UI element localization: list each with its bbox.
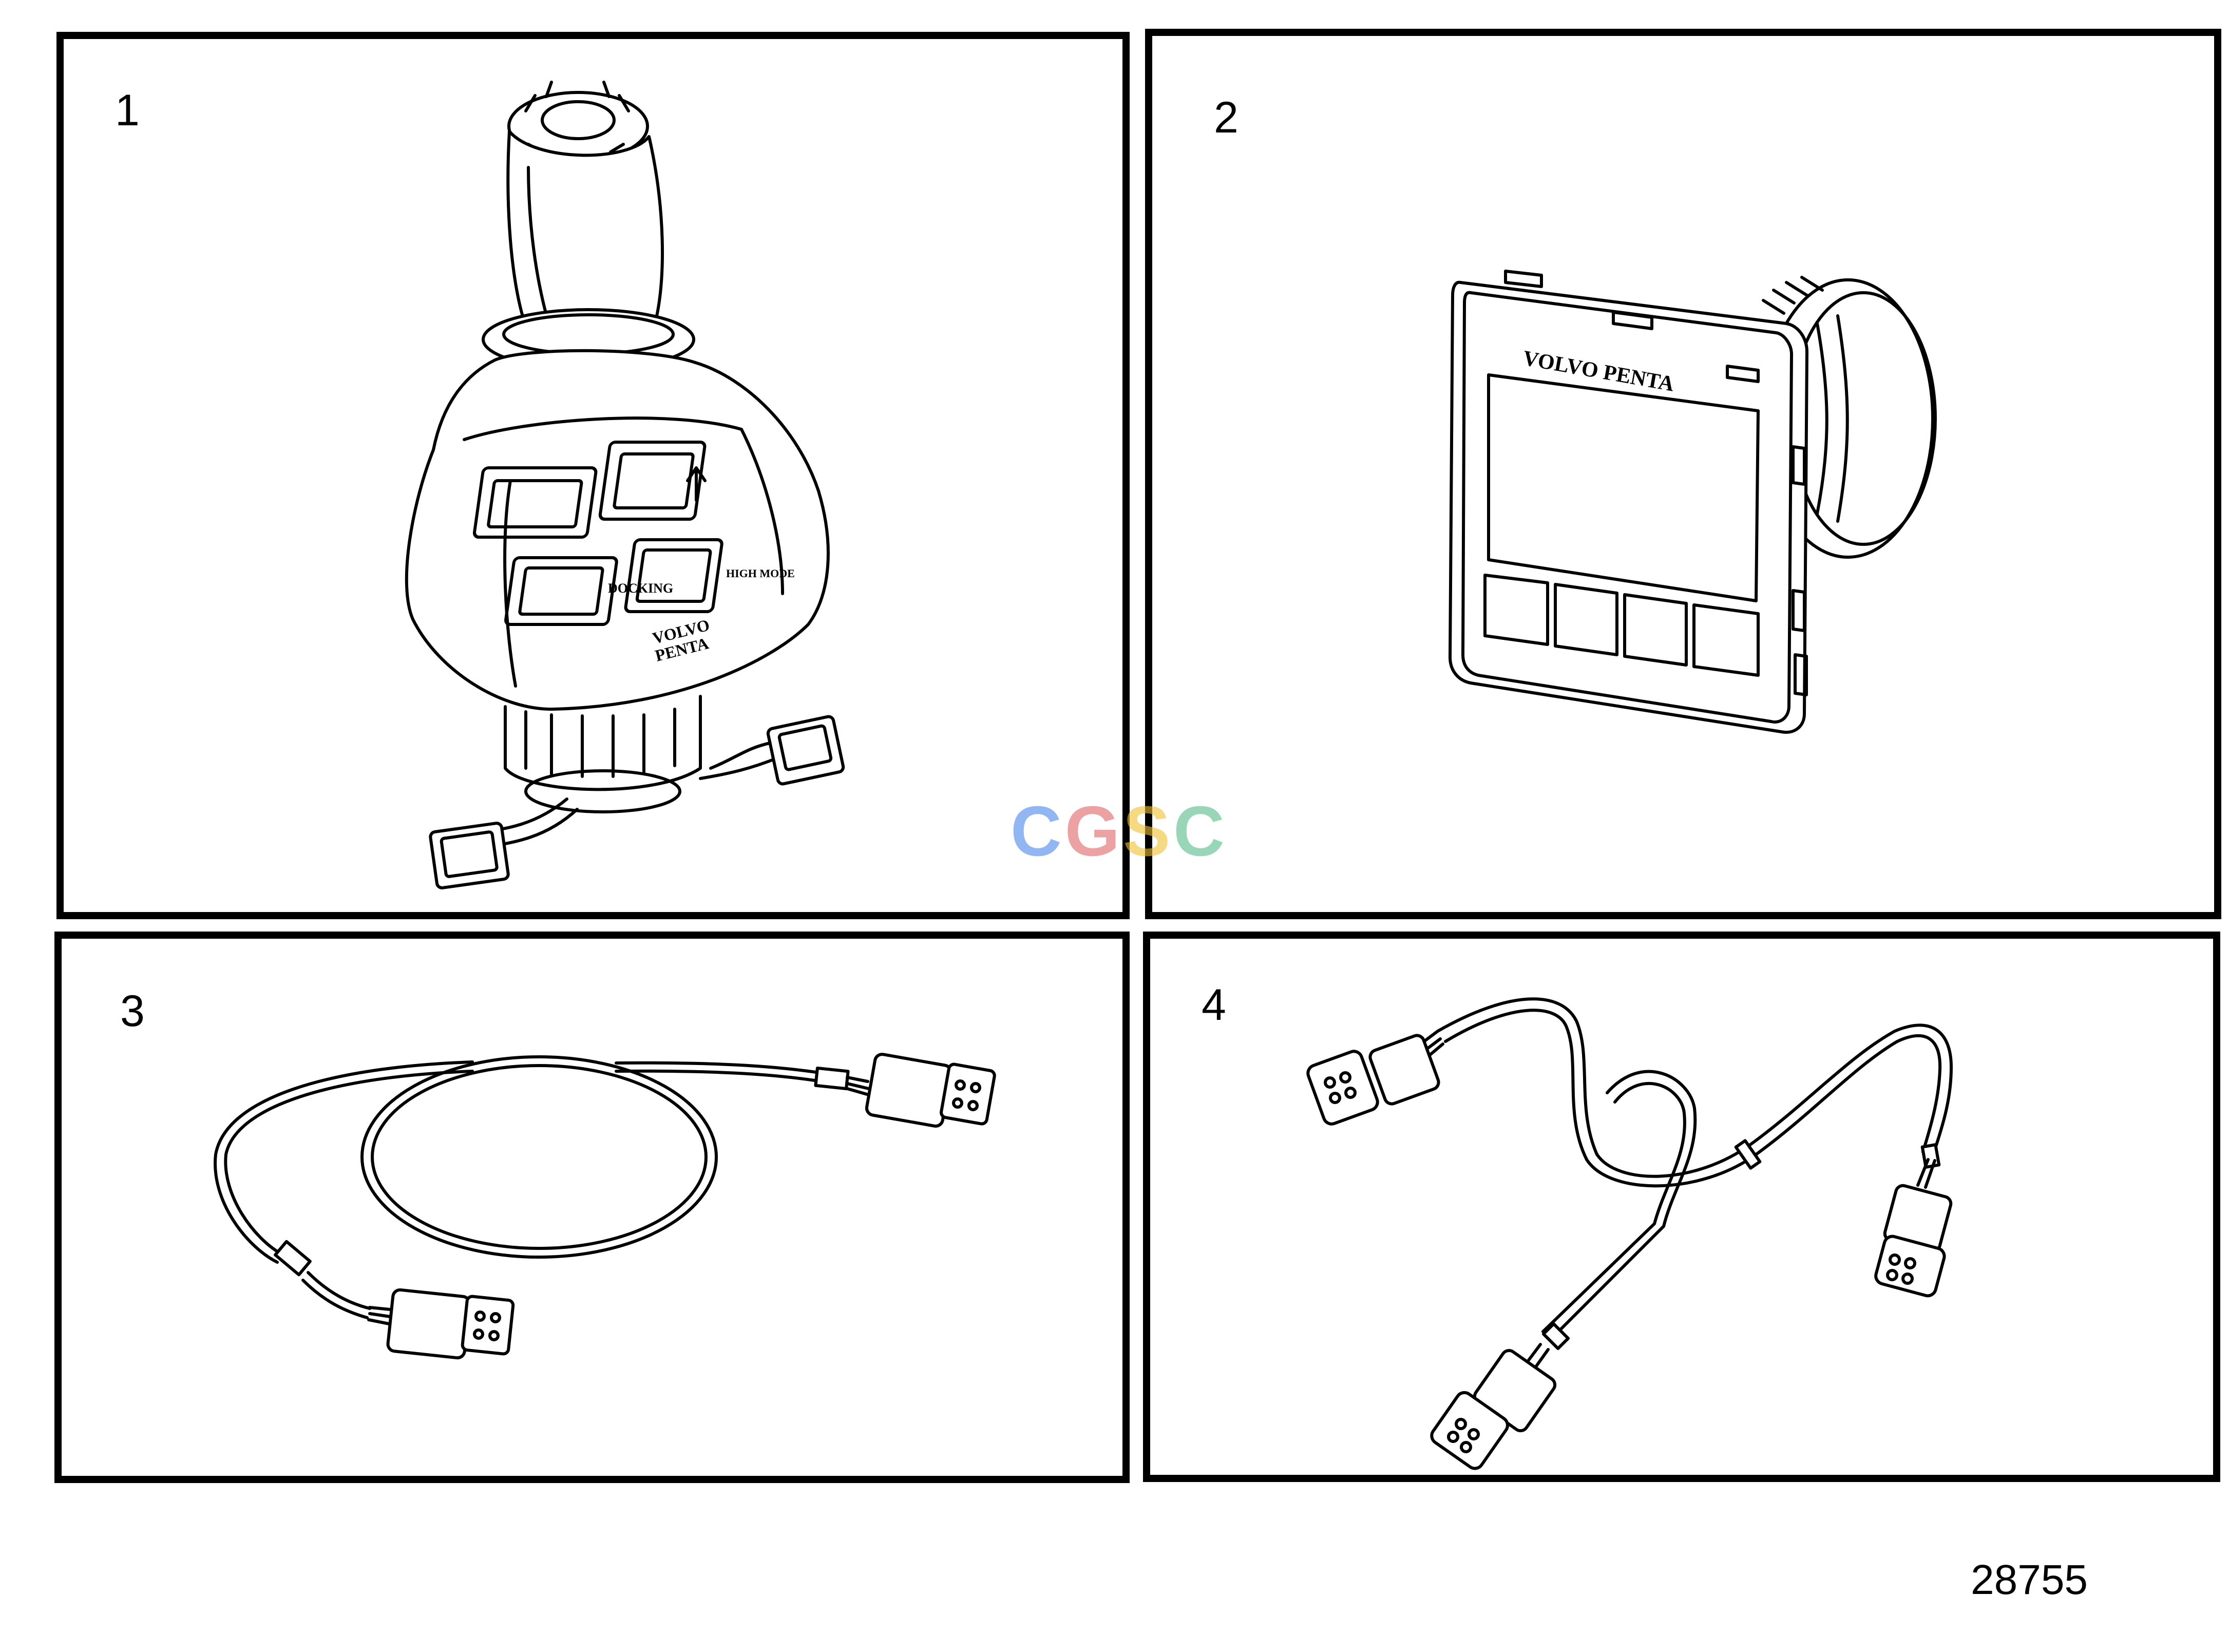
cable-illustration (214, 1053, 996, 1360)
y-cable-illustration (1306, 997, 1953, 1470)
panel-3-cable: 3 (54, 932, 1130, 1483)
panel-number-2: 2 (1214, 93, 1239, 142)
watermark-letter: C (1173, 792, 1228, 871)
joystick-illustration: DOCKING HIGH MODE VOLVO PENTA (405, 81, 845, 889)
docking-button-label: DOCKING (608, 581, 673, 596)
panel-number-4: 4 (1202, 980, 1226, 1030)
cgsc-watermark: CGSC (1011, 791, 1228, 872)
panel-4-y-cable: 4 (1143, 932, 2220, 1482)
figure-id: 28755 (1971, 1556, 2088, 1603)
panel-number-1: 1 (115, 86, 140, 135)
panel-number-3: 3 (120, 986, 145, 1036)
display-illustration: VOLVO PENTA (1449, 270, 1937, 734)
watermark-letter: S (1123, 792, 1174, 871)
watermark-letter: G (1064, 792, 1123, 871)
watermark-letter: C (1011, 792, 1065, 871)
panel-2-display: 2 VOLVO PENTA (1145, 29, 2221, 919)
high-mode-button-label: HIGH MODE (726, 567, 795, 580)
panel-1-joystick: 1 DOCKING HIGH MODE VOLVO PENTA (56, 32, 1130, 919)
